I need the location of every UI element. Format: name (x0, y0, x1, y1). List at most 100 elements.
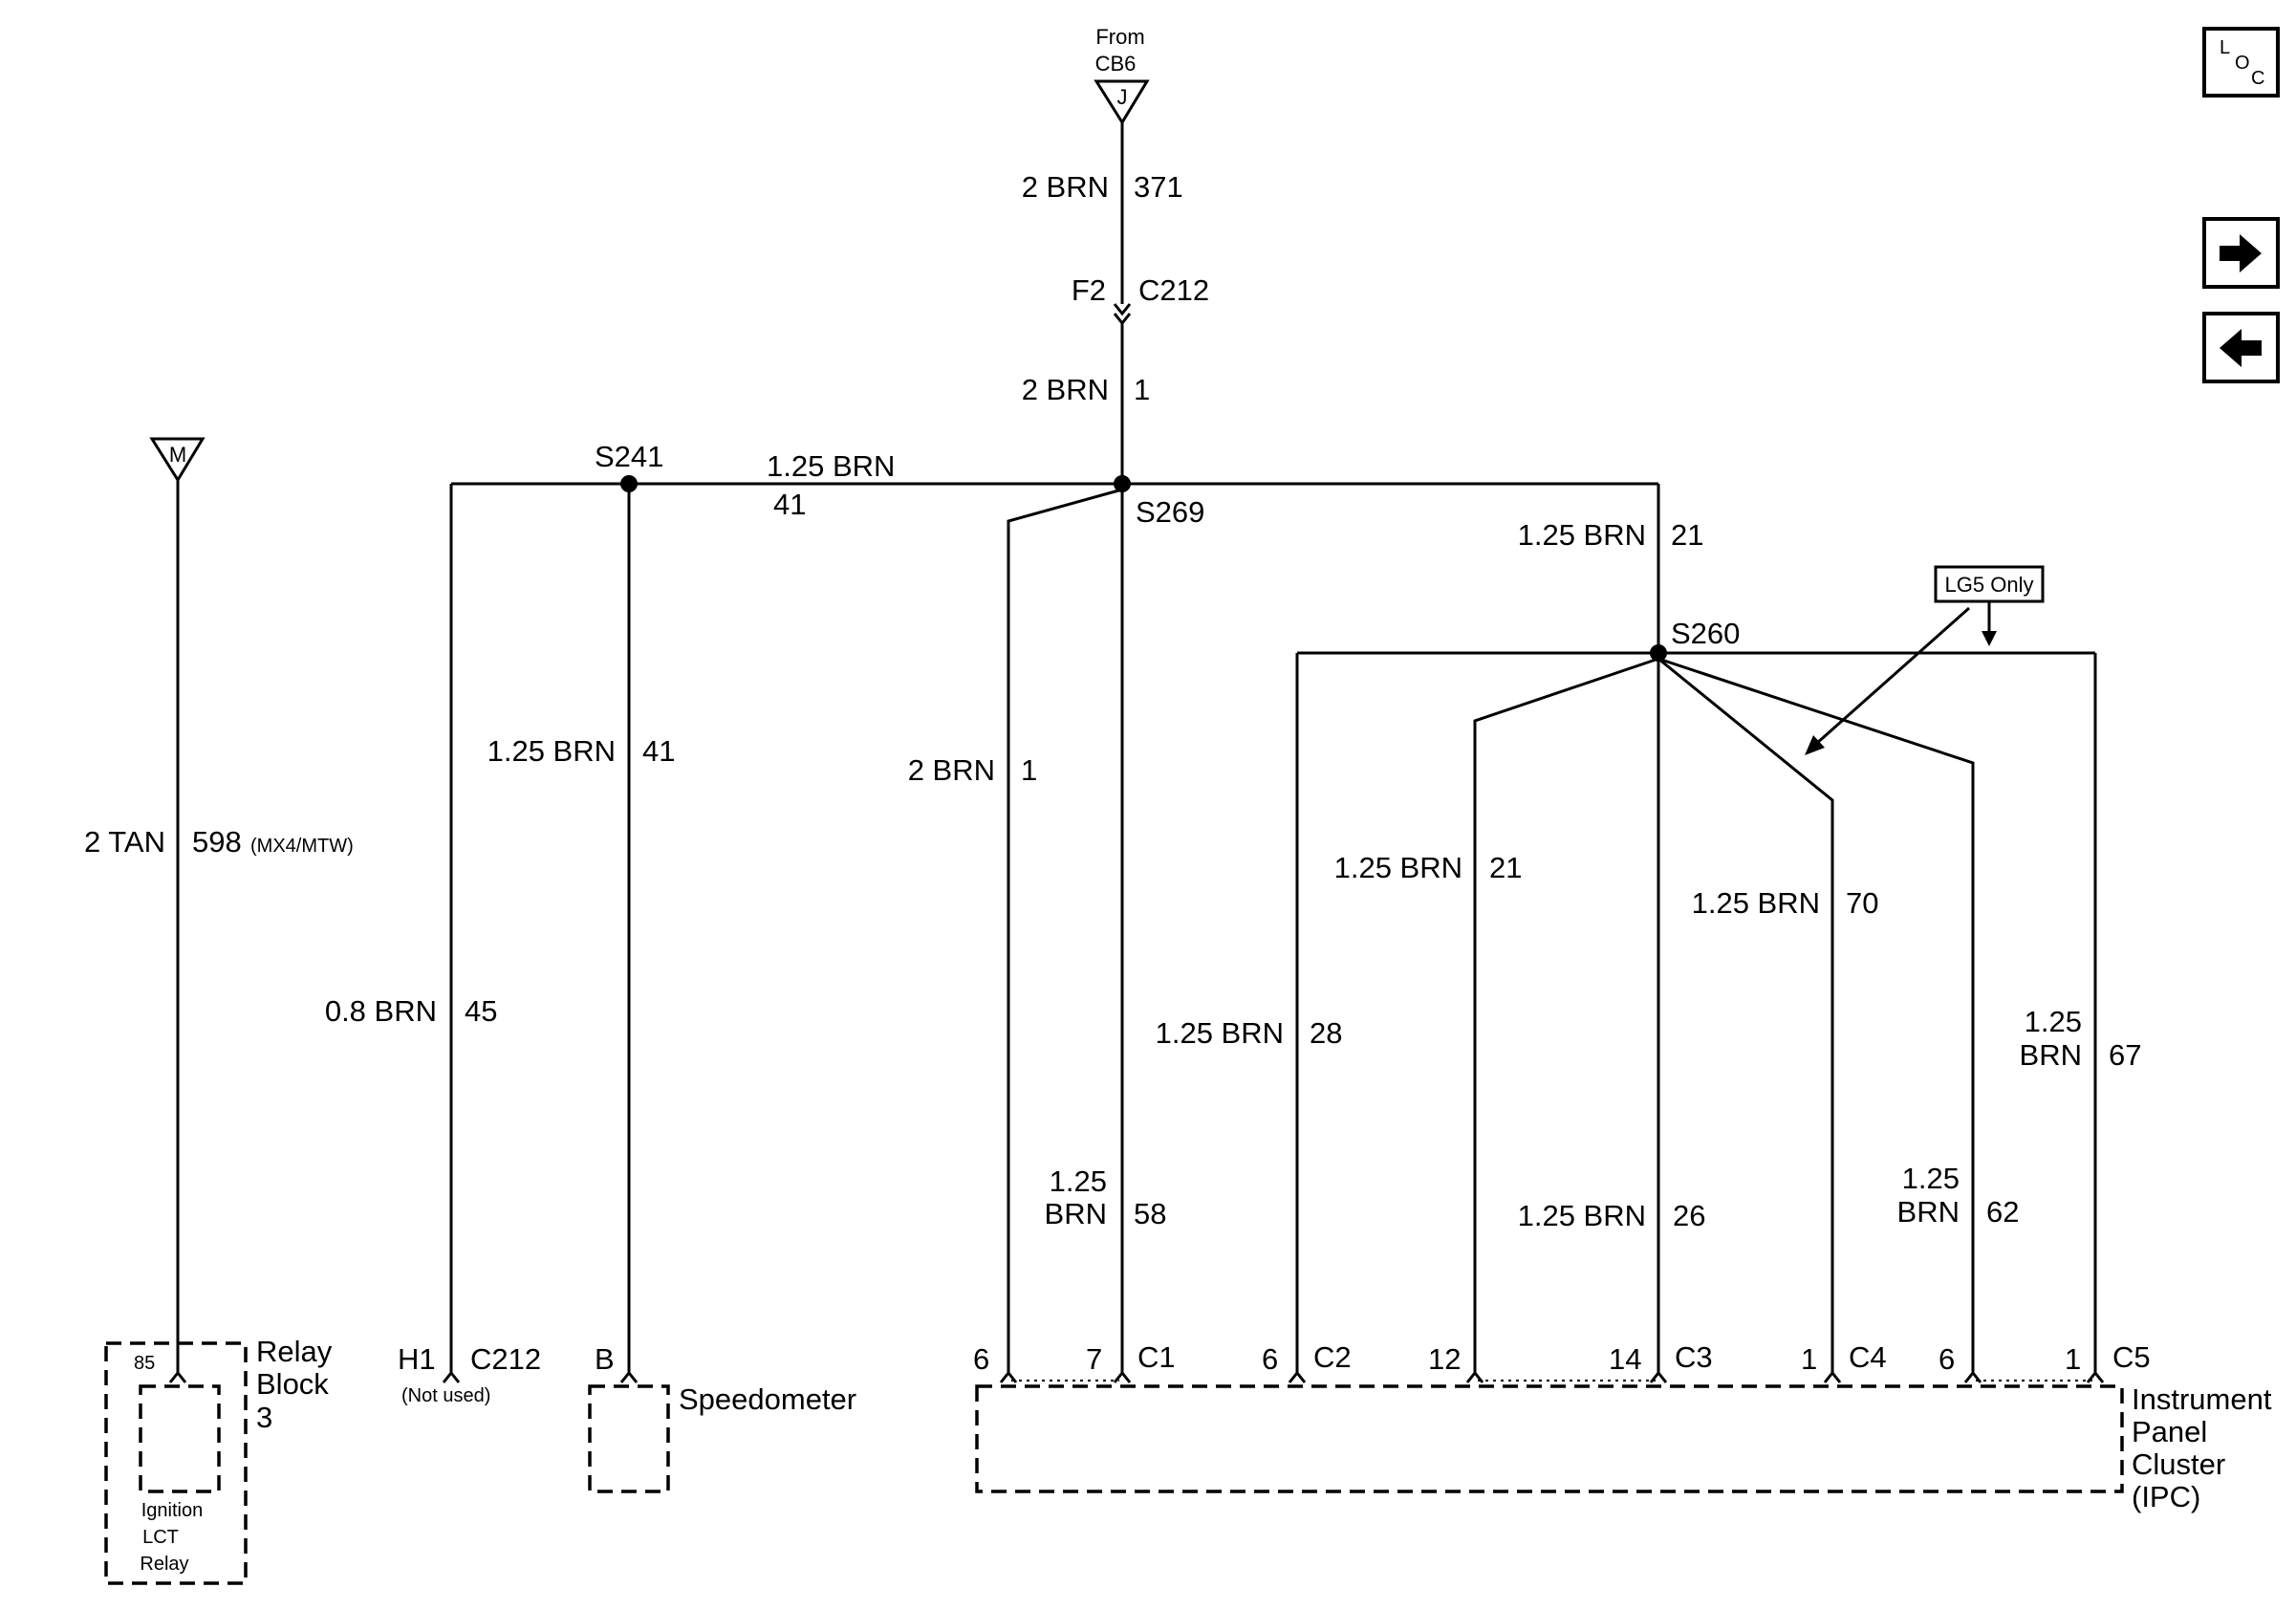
c1-6-terminal (999, 1370, 1018, 1383)
speedometer-component (588, 1384, 670, 1493)
loc-letter-l: L (2220, 37, 2230, 58)
splice-s241-label: S241 (595, 440, 663, 473)
feed-top-gauge: 2 BRN (1022, 170, 1109, 204)
c1-6-circuit: 1 (1021, 753, 1037, 787)
source-letter: J (1117, 85, 1128, 109)
feed-top-circuit: 371 (1134, 170, 1183, 204)
c5-6-gauge-line2: BRN (1897, 1195, 1960, 1229)
relay-inner-line3: Relay (140, 1554, 188, 1575)
c1-7-gauge-line2: BRN (1045, 1197, 1107, 1230)
c1-7-circuit: 58 (1134, 1197, 1166, 1230)
c3-12-gauge: 1.25 BRN (1334, 851, 1462, 884)
c3-14-gauge: 1.25 BRN (1518, 1199, 1646, 1232)
ipc-component (975, 1384, 2124, 1493)
relay-pin: 85 (134, 1353, 155, 1374)
c1-connector: C1 (1137, 1340, 1176, 1374)
ipc-label-line4: (IPC) (2132, 1480, 2200, 1513)
source-m-letter: M (169, 443, 186, 467)
source-m-triangle (149, 437, 206, 483)
splice-s269-label: S269 (1136, 495, 1204, 529)
c2-pin: 6 (1262, 1342, 1278, 1376)
c1-7-gauge-line1: 1.25 (1050, 1164, 1107, 1198)
tan-gauge: 2 TAN (84, 825, 165, 859)
c3-14-pin: 14 (1609, 1342, 1641, 1376)
bus-circuit: 41 (773, 488, 806, 521)
c4-gauge: 1.25 BRN (1692, 886, 1820, 920)
c1-7-terminal (1113, 1370, 1132, 1383)
loc-icon[interactable] (2202, 27, 2280, 98)
speedo-terminal (619, 1370, 639, 1383)
c5-1-circuit: 67 (2109, 1038, 2141, 1072)
speedometer-label: Speedometer (679, 1382, 856, 1416)
c2-connector: C2 (1313, 1340, 1352, 1374)
source-j: From CB6 J (1094, 25, 1150, 125)
ipc-label-line3: Cluster (2132, 1447, 2225, 1481)
c1-7-pin: 7 (1086, 1342, 1102, 1376)
h1-terminal (442, 1370, 461, 1383)
relay-inner-line1: Ignition (141, 1500, 204, 1521)
c5-1-gauge-line2: BRN (2020, 1038, 2082, 1072)
speedo-circuit: 41 (642, 734, 675, 768)
c5-6-terminal (1963, 1370, 1982, 1383)
relay-name-line3: 3 (256, 1401, 272, 1434)
tan-option: (MX4/MTW) (250, 836, 354, 857)
relay-terminal (168, 1370, 187, 1383)
ipc-label-line1: Instrument (2132, 1382, 2272, 1416)
c3-connector: C3 (1675, 1340, 1713, 1374)
splice-s260-label: S260 (1671, 617, 1740, 650)
c3-12-pin: 12 (1428, 1342, 1461, 1376)
wire-c3-12 (1473, 657, 1659, 1373)
c2-terminal (1288, 1370, 1307, 1383)
ipc-label-line2: Panel (2132, 1415, 2207, 1448)
s269-s260-circuit: 21 (1671, 518, 1703, 552)
lg5-note-label: LG5 Only (1945, 573, 2034, 597)
arrow-left-icon (2220, 329, 2262, 367)
lg5-note: LG5 Only (1805, 565, 2045, 755)
feed-mid-circuit: 1 (1134, 373, 1150, 406)
h1-pin: H1 (398, 1342, 436, 1376)
speedo-pin: B (595, 1342, 615, 1376)
tan-circuit: 598 (192, 825, 242, 859)
lg5-arrow-diag-head (1805, 735, 1825, 755)
relay-name-line2: Block (256, 1367, 329, 1401)
wire-c5-6 (1657, 657, 1975, 1373)
c4-circuit: 70 (1846, 886, 1878, 920)
lg5-arrow-down-head (1982, 631, 1997, 646)
c5-1-pin: 1 (2065, 1342, 2081, 1376)
h1-gauge: 0.8 BRN (325, 994, 437, 1028)
speedo-gauge: 1.25 BRN (487, 734, 616, 768)
c5-1-terminal (2086, 1370, 2105, 1383)
s269-s260-gauge: 1.25 BRN (1518, 518, 1646, 552)
feed-mid-gauge: 2 BRN (1022, 373, 1109, 406)
relay-inner-component (139, 1384, 221, 1493)
forward-button[interactable] (2202, 217, 2280, 289)
loc-letter-c: C (2251, 68, 2264, 89)
feed-connector: C212 (1138, 273, 1209, 307)
c4-pin: 1 (1801, 1342, 1817, 1376)
relay-name-line1: Relay (256, 1335, 333, 1368)
source-m: M (149, 437, 206, 483)
c5-1-gauge-line1: 1.25 (2025, 1005, 2082, 1038)
c5-connector: C5 (2112, 1340, 2151, 1374)
h1-circuit: 45 (465, 994, 497, 1028)
c5-6-circuit: 62 (1986, 1195, 2019, 1229)
feed-connector-pin: F2 (1072, 273, 1106, 307)
loc-letter-o: O (2235, 53, 2250, 74)
c3-12-terminal (1465, 1370, 1484, 1383)
c5-6-gauge-line1: 1.25 (1902, 1162, 1960, 1195)
lg5-arrow-diag-line (1815, 606, 1970, 746)
loc-button[interactable]: L O C (2202, 27, 2280, 98)
h1-note: (Not used) (401, 1385, 490, 1406)
h1-connector: C212 (470, 1342, 541, 1376)
c2-circuit: 28 (1310, 1016, 1342, 1050)
lg5-note-box (1934, 565, 2045, 603)
back-button[interactable] (2202, 312, 2280, 383)
wire-c4-70 (1657, 657, 1834, 1373)
c1-6-pin: 6 (973, 1342, 989, 1376)
c3-12-circuit: 21 (1489, 851, 1522, 884)
source-cb-label: CB6 (1095, 52, 1137, 76)
source-triangle (1094, 79, 1150, 125)
c4-terminal (1823, 1370, 1842, 1383)
c5-6-pin: 6 (1939, 1342, 1955, 1376)
